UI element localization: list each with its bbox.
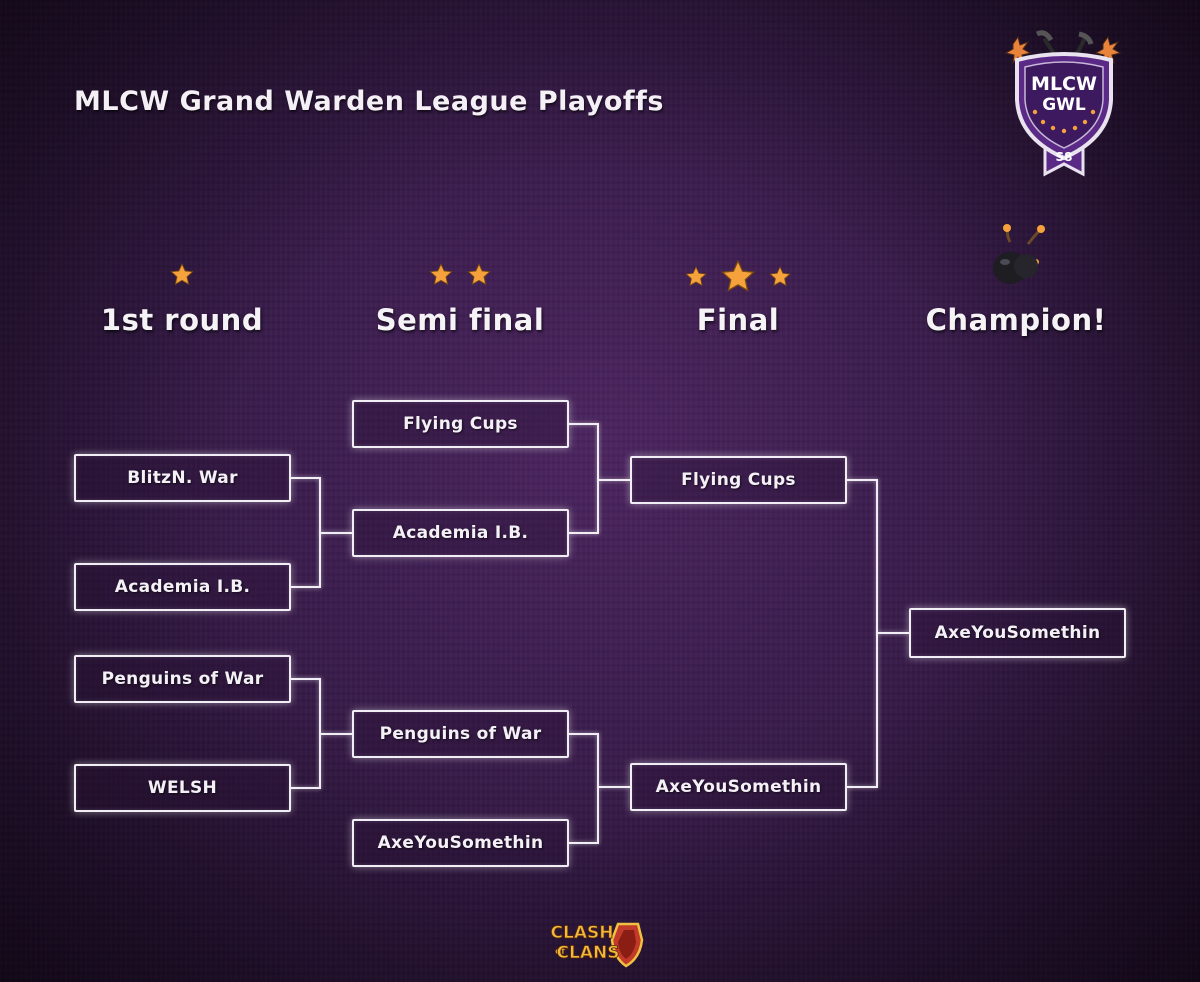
team-r1-4: WELSH [74, 764, 291, 812]
star-icon [685, 266, 707, 287]
team-champion: AxeYouSomethin [909, 608, 1126, 658]
round1-stars [72, 262, 292, 288]
team-semi-1: Flying Cups [352, 400, 569, 448]
badge-line1: MLCW [1031, 73, 1097, 95]
star-icon [721, 259, 755, 292]
star-icon [170, 263, 194, 286]
round-label-champion: Champion! [925, 303, 1107, 337]
clash-of-clans-logo: CLASH of CLANS [550, 923, 644, 968]
logo-line3: CLANS [557, 943, 620, 963]
badge-season: S8 [1056, 150, 1073, 164]
star-icon [466, 263, 491, 286]
round-label-first: 1st round [100, 303, 264, 337]
team-r1-3: Penguins of War [74, 655, 291, 703]
round-label-final: Final [696, 303, 780, 337]
team-r1-2: Academia I.B. [74, 563, 291, 611]
team-semi-3: Penguins of War [352, 710, 569, 758]
bomb-icon [993, 224, 1045, 284]
team-final-2: AxeYouSomethin [630, 763, 847, 811]
team-semi-2: Academia I.B. [352, 509, 569, 557]
season-badge: MLCW GWL S8 [1005, 30, 1122, 177]
logo-line1: CLASH [551, 923, 614, 943]
star-icon [429, 263, 454, 286]
star-icon [769, 266, 791, 287]
round-label-semi: Semi final [375, 303, 545, 337]
final-stars [628, 258, 848, 296]
badge-line2: GWL [1042, 95, 1086, 115]
team-r1-1: BlitzN. War [74, 454, 291, 502]
page-title: MLCW Grand Warden League Playoffs [74, 86, 664, 117]
semi-stars [350, 262, 570, 288]
team-semi-4: AxeYouSomethin [352, 819, 569, 867]
team-final-1: Flying Cups [630, 456, 847, 504]
logo-line2: of [555, 947, 565, 957]
